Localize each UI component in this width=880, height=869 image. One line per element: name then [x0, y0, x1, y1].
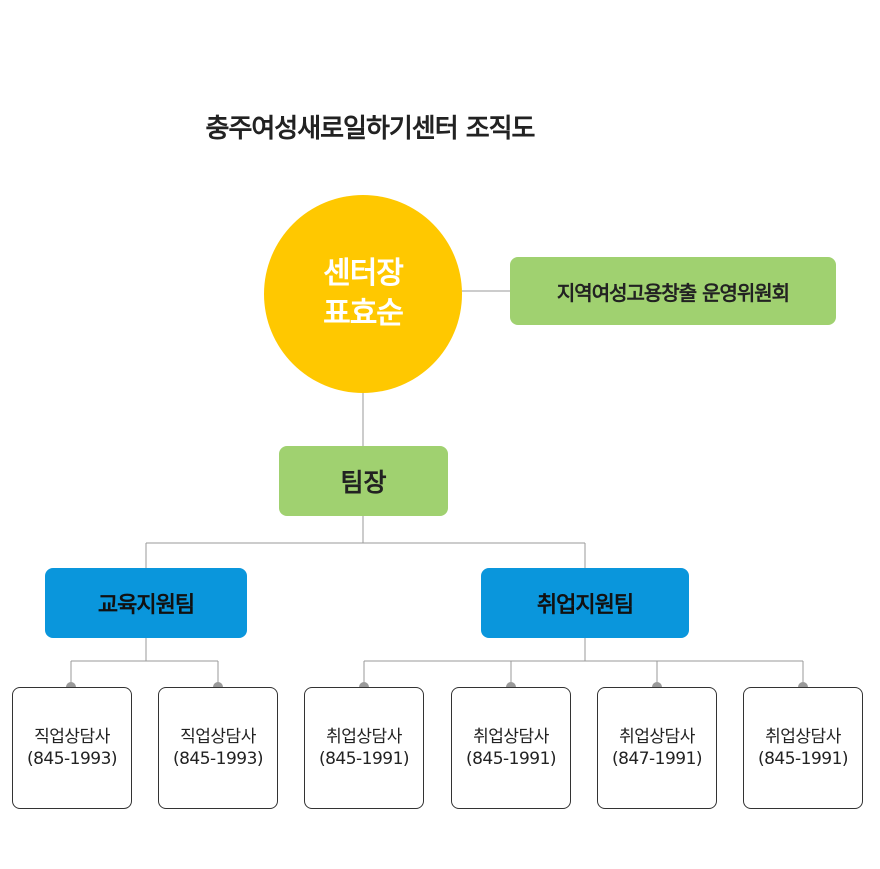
staff-phone: (845-1991)	[465, 749, 557, 769]
staff-role: 직업상담사	[34, 727, 110, 747]
team-leader-node: 팀장	[279, 446, 448, 516]
staff-phone: (845-1993)	[172, 749, 264, 769]
staff-role: 취업상담사	[326, 727, 402, 747]
staff-role: 취업상담사	[619, 727, 695, 747]
employment-team-node: 취업지원팀	[481, 568, 689, 638]
staff-role: 취업상담사	[765, 727, 841, 747]
staff-role: 취업상담사	[473, 727, 549, 747]
director-node: 센터장 표효순	[264, 195, 462, 393]
staff-phone: (847-1991)	[611, 749, 703, 769]
staff-node: 취업상담사 (845-1991)	[304, 687, 424, 809]
staff-node: 직업상담사 (845-1993)	[158, 687, 278, 809]
education-team-node: 교육지원팀	[45, 568, 247, 638]
staff-phone: (845-1993)	[26, 749, 118, 769]
staff-node: 취업상담사 (845-1991)	[743, 687, 863, 809]
director-name: 표효순	[323, 296, 404, 331]
staff-node: 직업상담사 (845-1993)	[12, 687, 132, 809]
staff-role: 직업상담사	[180, 727, 256, 747]
director-role: 센터장	[323, 256, 404, 291]
staff-phone: (845-1991)	[757, 749, 849, 769]
staff-node: 취업상담사 (847-1991)	[597, 687, 717, 809]
chart-title: 충주여성새로일하기센터 조직도	[205, 114, 536, 144]
committee-node: 지역여성고용창출 운영위원회	[510, 257, 836, 325]
staff-phone: (845-1991)	[318, 749, 410, 769]
staff-node: 취업상담사 (845-1991)	[451, 687, 571, 809]
